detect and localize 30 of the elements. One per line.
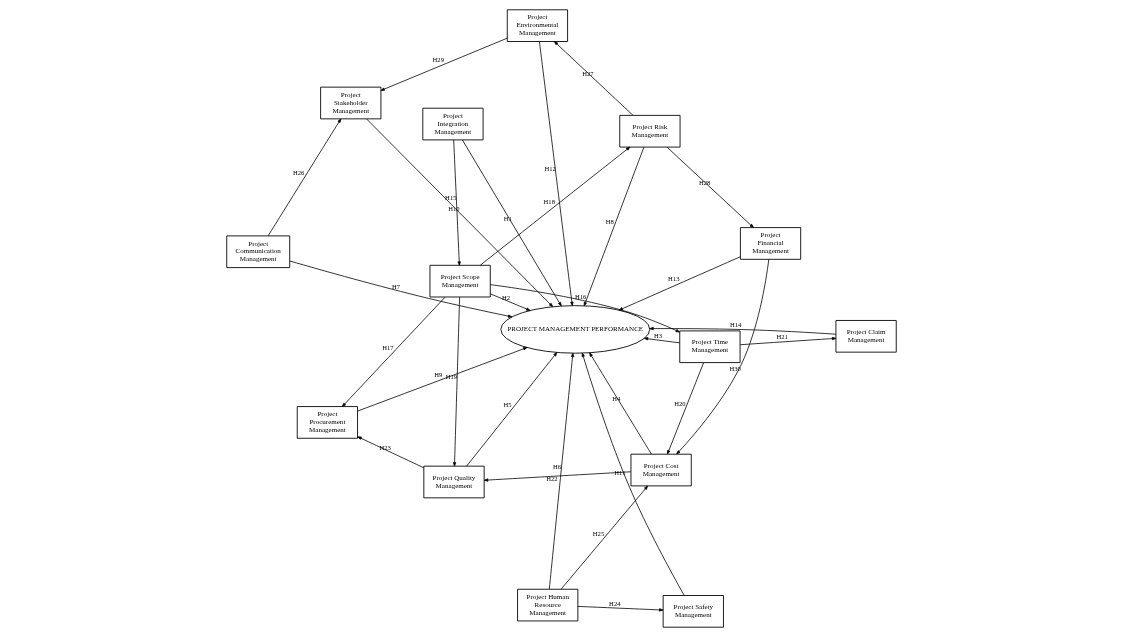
arrow xyxy=(583,146,644,307)
arrow xyxy=(452,296,460,467)
arrow xyxy=(465,352,557,467)
arrow xyxy=(288,260,512,318)
arrow xyxy=(452,139,461,266)
arrow xyxy=(588,352,652,455)
arrow xyxy=(666,146,754,228)
arrow xyxy=(643,337,680,344)
arrow xyxy=(489,293,530,311)
arrow xyxy=(356,436,424,469)
arrow xyxy=(267,118,341,237)
arrow xyxy=(739,336,836,346)
arrow xyxy=(380,37,508,91)
arrow xyxy=(553,41,633,116)
arrow xyxy=(365,118,553,308)
arrow xyxy=(356,347,527,412)
arrow xyxy=(538,41,573,307)
arrow xyxy=(548,352,574,590)
arrow xyxy=(483,471,631,482)
arrow xyxy=(666,362,704,455)
arrow xyxy=(648,326,836,335)
arrow xyxy=(461,139,562,307)
arrow xyxy=(489,284,680,333)
arrow xyxy=(577,606,663,612)
arrow xyxy=(560,485,648,590)
arrow xyxy=(618,256,741,311)
arrow xyxy=(675,258,769,455)
arrow xyxy=(581,352,685,596)
arrow xyxy=(479,146,630,266)
arrow xyxy=(341,296,446,407)
